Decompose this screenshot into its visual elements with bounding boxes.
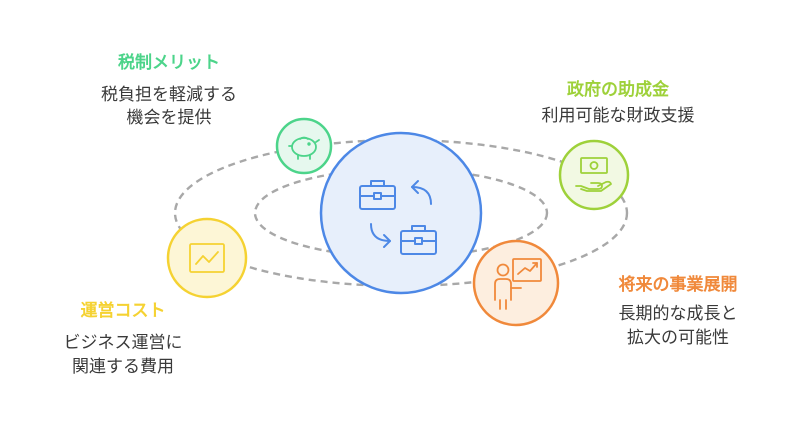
chart-line-icon: [189, 243, 225, 273]
money-hand-icon: [575, 157, 612, 192]
future-expansion-node: [472, 239, 560, 327]
operating-cost-node: [166, 217, 248, 299]
subsidy-desc-line-1: 利用可能な財政支援: [541, 106, 695, 126]
tax-merit-title: 税制メリット: [118, 53, 220, 73]
piggy-bank-icon: [288, 136, 320, 160]
briefcase-exchange-icon: [359, 180, 437, 255]
presentation-icon: [494, 258, 542, 310]
subsidy-node: [558, 139, 630, 211]
subsidy-title: 政府の助成金: [567, 80, 669, 100]
tax-merit-node: [275, 117, 333, 175]
operating-cost-desc-line-2: 関連する費用: [72, 357, 174, 377]
future-expansion-desc-line-1: 長期的な成長と: [618, 304, 738, 324]
tax-merit-desc-line-1: 税負担を軽減する: [101, 85, 237, 105]
operating-cost-title: 運営コスト: [80, 301, 166, 321]
operating-cost-desc-line-1: ビジネス運営に: [63, 333, 183, 353]
center-node: [319, 131, 483, 295]
future-expansion-desc-line-2: 拡大の可能性: [627, 328, 729, 348]
tax-merit-desc-line-2: 機会を提供: [126, 108, 212, 128]
outer-orbit-ring: [173, 138, 629, 288]
future-expansion-title: 将来の事業展開: [618, 275, 738, 295]
